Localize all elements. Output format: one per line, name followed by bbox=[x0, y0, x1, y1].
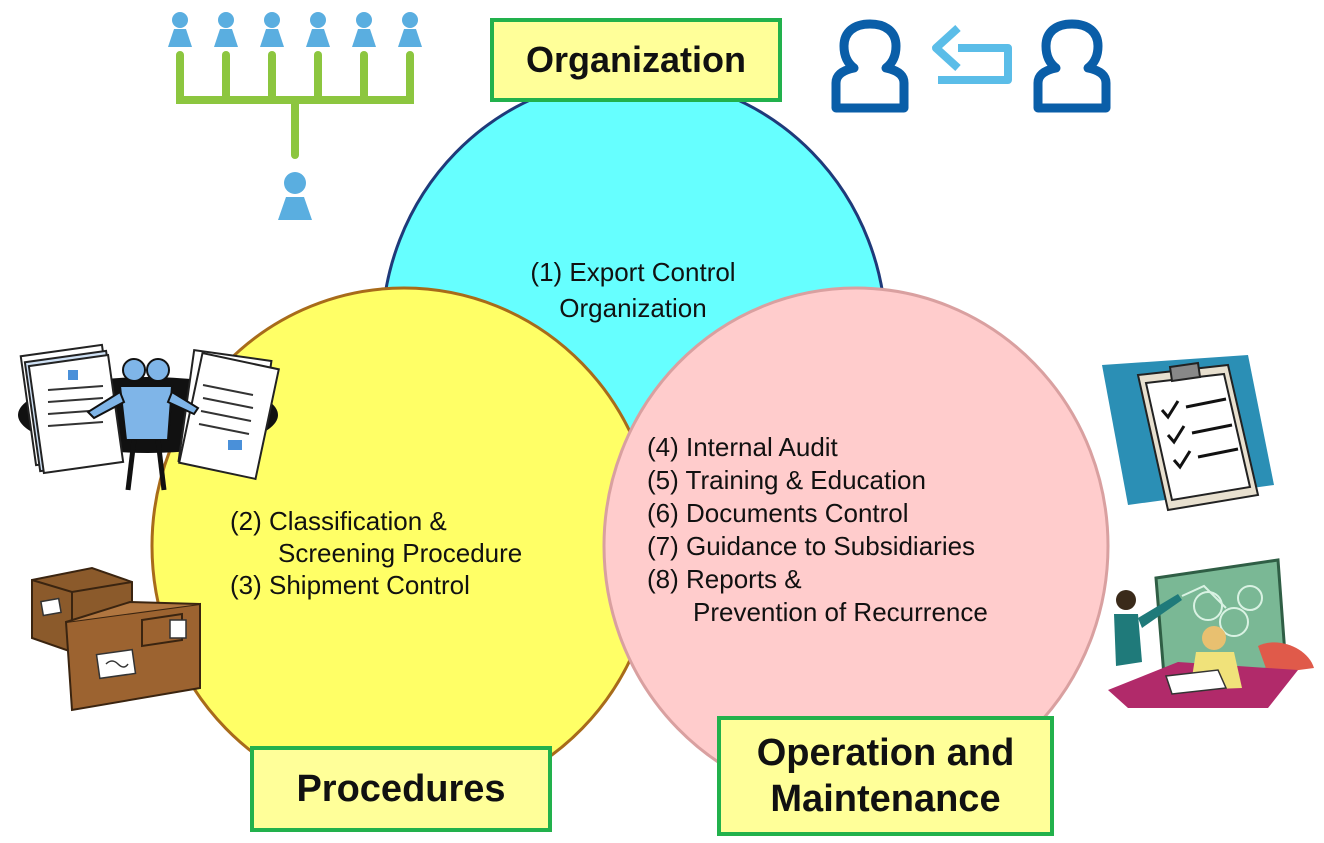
operation-label-line-2: Maintenance bbox=[770, 778, 1001, 820]
operation-line-1: (4) Internal Audit bbox=[647, 432, 838, 462]
procedures-circle-text: (2) Classification & Screening Procedure… bbox=[230, 505, 522, 601]
person-icon bbox=[168, 12, 192, 47]
user-right-icon bbox=[1033, 19, 1111, 113]
operation-label-line-1: Operation and bbox=[756, 732, 1015, 774]
organization-line-2: Organization bbox=[559, 293, 707, 323]
return-arrow-icon bbox=[932, 25, 1012, 84]
procedures-label-text: Procedures bbox=[296, 767, 506, 810]
person-icon bbox=[352, 12, 376, 47]
procedures-label: Procedures bbox=[250, 746, 552, 832]
operation-line-6: Prevention of Recurrence bbox=[693, 597, 988, 627]
operation-line-2: (5) Training & Education bbox=[647, 465, 926, 495]
organization-line-1: (1) Export Control bbox=[530, 257, 736, 287]
user-transfer-icon bbox=[831, 19, 1111, 113]
user-left-icon bbox=[831, 19, 909, 113]
procedures-line-3: (3) Shipment Control bbox=[230, 570, 470, 600]
person-icon bbox=[306, 12, 330, 47]
teacher-presentation-icon bbox=[1108, 558, 1314, 708]
organization-circle-text: (1) Export Control Organization bbox=[488, 256, 778, 324]
procedures-line-2: Screening Procedure bbox=[278, 538, 523, 568]
organization-label: Organization bbox=[490, 18, 782, 102]
person-icon bbox=[260, 12, 284, 47]
people-with-documents-icon bbox=[18, 343, 280, 491]
person-icon bbox=[214, 12, 238, 47]
person-icon bbox=[398, 12, 422, 47]
operation-line-5: (8) Reports & bbox=[647, 564, 802, 594]
operation-circle-text: (4) Internal Audit (5) Training & Educat… bbox=[647, 431, 988, 629]
org-hierarchy-icon bbox=[168, 12, 422, 220]
procedures-line-1: (2) Classification & bbox=[230, 506, 447, 536]
operation-line-3: (6) Documents Control bbox=[647, 498, 909, 528]
operation-line-4: (7) Guidance to Subsidiaries bbox=[647, 531, 976, 561]
organization-label-text: Organization bbox=[525, 39, 746, 80]
shipping-boxes-icon bbox=[31, 566, 201, 712]
clipboard-checklist-icon bbox=[1102, 355, 1274, 512]
person-icon bbox=[278, 172, 312, 220]
operation-label: Operation and Maintenance bbox=[717, 716, 1054, 836]
